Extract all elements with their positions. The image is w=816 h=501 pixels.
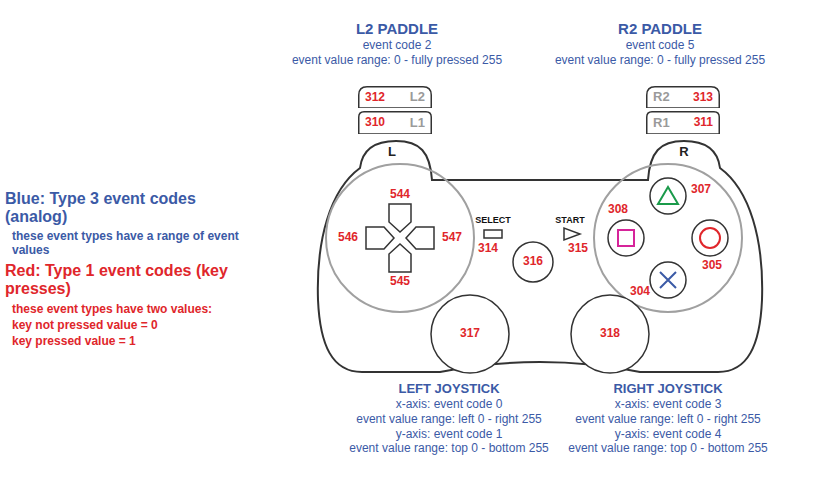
axis-code: x-axis: event code 0 bbox=[396, 398, 503, 412]
callout-number: 545 bbox=[390, 275, 410, 289]
legend-note: these event types have two values: bbox=[12, 302, 257, 316]
callout-number: 546 bbox=[338, 231, 358, 245]
axis-code: x-axis: event code 3 bbox=[615, 398, 722, 412]
text-row: 316 bbox=[523, 255, 543, 268]
text-row: 310 L1 bbox=[365, 115, 425, 129]
text-row: 312 L2 bbox=[365, 90, 425, 104]
value-range: event value range: left 0 - right 255 bbox=[356, 413, 541, 427]
value-range: event value range: top 0 - bottom 255 bbox=[349, 442, 548, 456]
dpad-down bbox=[389, 244, 411, 272]
legend-note: key not pressed value = 0 bbox=[12, 318, 257, 332]
text-row: 318 bbox=[600, 327, 620, 340]
right-joystick: 318 bbox=[570, 294, 650, 374]
cross-symbol bbox=[660, 272, 676, 288]
cross-button bbox=[650, 262, 686, 298]
legend-note: key pressed value = 1 bbox=[12, 334, 257, 348]
right-joystick-circle bbox=[571, 295, 649, 373]
button-name: R1 bbox=[653, 115, 670, 129]
event-code: event code 2 bbox=[363, 39, 432, 53]
r2-trigger: R2 313 bbox=[646, 86, 720, 108]
dpad-right bbox=[406, 227, 434, 249]
callout-number: 544 bbox=[390, 188, 410, 202]
callout-number: 308 bbox=[608, 203, 628, 217]
callout-number: 312 bbox=[365, 90, 385, 103]
circle-button bbox=[692, 220, 728, 256]
trigger-heading: R2 PADDLE bbox=[618, 20, 702, 37]
square-button bbox=[608, 220, 644, 256]
legend-heading: Red: Type 1 event codes (key presses) bbox=[5, 262, 240, 298]
ps-button: 316 bbox=[512, 241, 554, 283]
dpad-left bbox=[366, 227, 394, 249]
r1-bumper: R1 311 bbox=[646, 111, 720, 134]
start-button bbox=[564, 228, 580, 240]
joystick-heading: RIGHT JOYSTICK bbox=[613, 382, 722, 397]
button-ring bbox=[594, 164, 742, 312]
text-row: R2 313 bbox=[653, 90, 713, 104]
left-joystick: 317 bbox=[430, 294, 510, 374]
legend-heading: Blue: Type 3 event codes (analog) bbox=[5, 190, 240, 226]
dpad-ring bbox=[326, 164, 474, 312]
callout-number: 310 bbox=[365, 116, 385, 129]
callout-number: 305 bbox=[702, 259, 722, 273]
callout-number: 313 bbox=[693, 90, 713, 103]
text-row: R1 311 bbox=[653, 115, 713, 129]
dpad-up bbox=[389, 204, 411, 232]
shoulder-label: R bbox=[679, 145, 688, 160]
callout-number: 307 bbox=[691, 183, 711, 197]
text-row: 317 bbox=[460, 327, 480, 340]
axis-code: y-axis: event code 1 bbox=[396, 428, 503, 442]
callout-number: 318 bbox=[600, 327, 620, 340]
callout-number: 317 bbox=[460, 327, 480, 340]
value-range: event value range: left 0 - right 255 bbox=[575, 413, 760, 427]
ps-button-circle bbox=[513, 242, 553, 282]
button-caption: START bbox=[555, 215, 584, 225]
button-name: L2 bbox=[410, 90, 425, 104]
controller-body bbox=[318, 141, 762, 372]
event-code: event code 5 bbox=[626, 39, 695, 53]
button-name: R2 bbox=[653, 90, 670, 104]
joystick-heading: LEFT JOYSTICK bbox=[398, 382, 499, 397]
callout-number: 304 bbox=[630, 285, 650, 299]
l2-trigger: 312 L2 bbox=[358, 86, 432, 108]
select-button bbox=[484, 230, 502, 238]
r1-bumper-shape bbox=[647, 112, 720, 134]
circle-symbol bbox=[700, 228, 720, 248]
callout-number: 316 bbox=[523, 255, 543, 268]
value-range: event value range: 0 - fully pressed 255 bbox=[292, 54, 502, 68]
left-joystick-circle bbox=[431, 295, 509, 373]
callout-number: 547 bbox=[442, 231, 462, 245]
trigger-heading: L2 PADDLE bbox=[356, 20, 438, 37]
axis-code: y-axis: event code 4 bbox=[615, 428, 722, 442]
triangle-symbol bbox=[658, 187, 678, 204]
value-range: event value range: 0 - fully pressed 255 bbox=[555, 54, 765, 68]
l1-bumper: 310 L1 bbox=[358, 111, 432, 134]
triangle-button bbox=[650, 178, 686, 214]
button-caption: SELECT bbox=[475, 215, 511, 225]
callout-number: 314 bbox=[478, 242, 498, 256]
callout-number: 311 bbox=[694, 116, 713, 129]
l1-bumper-shape bbox=[359, 112, 432, 134]
button-name: L1 bbox=[410, 115, 425, 129]
value-range: event value range: top 0 - bottom 255 bbox=[568, 442, 767, 456]
shoulder-label: L bbox=[388, 145, 396, 160]
legend-note: these event types have a range of event … bbox=[12, 229, 257, 258]
l2-trigger-shape bbox=[359, 87, 432, 108]
r2-trigger-shape bbox=[647, 87, 720, 108]
square-symbol bbox=[618, 230, 634, 246]
callout-number: 315 bbox=[568, 242, 588, 256]
